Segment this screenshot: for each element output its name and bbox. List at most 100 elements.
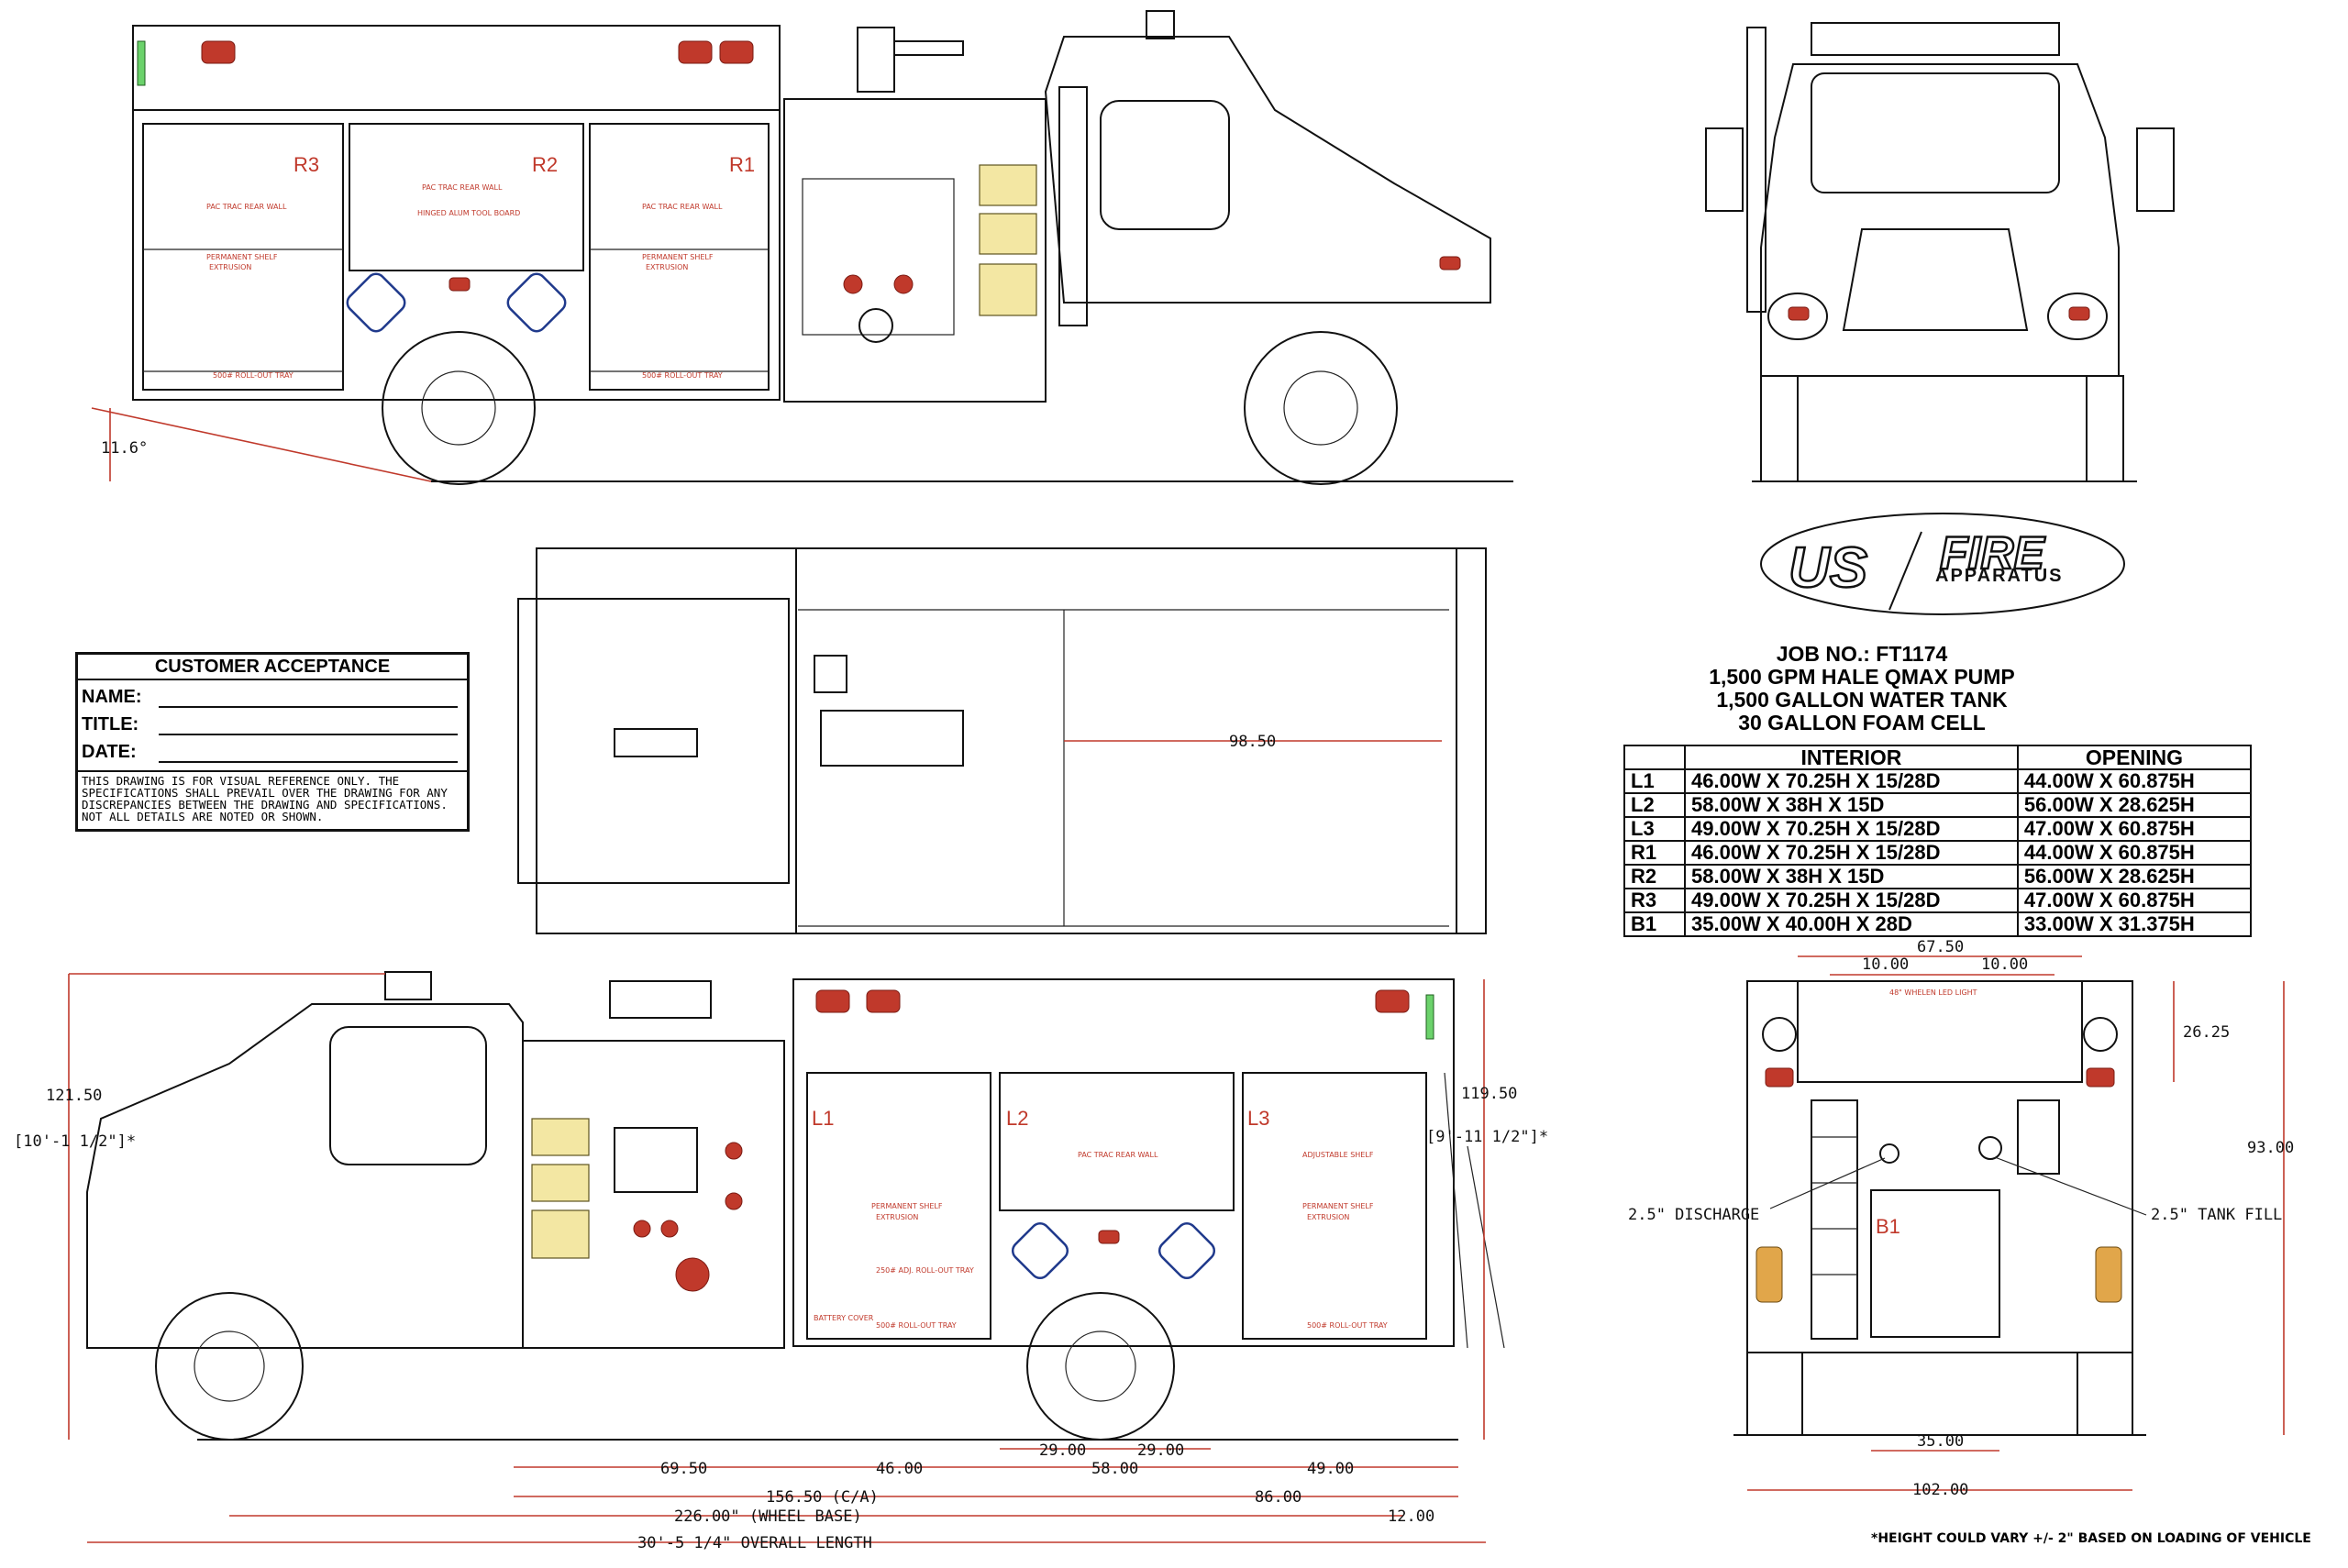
field-name-label: NAME:	[82, 687, 142, 707]
job-line-1: 1,500 GPM HALE QMAX PUMP	[1709, 665, 2015, 689]
tire-right	[2086, 375, 2124, 482]
streetside-view: L1 L2 L3 PAC TRAC REAR WALL ADJUSTABLE S…	[14, 971, 1548, 1552]
cell: 44.00W X 60.875H	[2016, 768, 2253, 794]
dim-102-00: 102.00	[1912, 1481, 1968, 1499]
rear-body	[1746, 980, 2133, 1353]
dim-10-00-b: 10.00	[1981, 955, 2028, 974]
dim-rear-height: 119.50	[1461, 1085, 1517, 1103]
rear-wheel	[382, 331, 536, 485]
note-battery: BATTERY COVER	[814, 1314, 874, 1322]
mirror-right	[2136, 127, 2175, 212]
window-blue	[1157, 1221, 1216, 1280]
cell: 46.00W X 70.25H X 15/28D	[1684, 768, 2019, 794]
cell: 47.00W X 60.875H	[2016, 816, 2253, 842]
name-line[interactable]	[159, 688, 458, 708]
top-cab-roof	[517, 598, 790, 884]
compartment-l3	[1242, 1072, 1427, 1340]
cell: 56.00W X 28.625H	[2016, 864, 2253, 889]
cell: 58.00W X 38H X 15D	[1684, 864, 2019, 889]
cell: 56.00W X 28.625H	[2016, 792, 2253, 818]
logo-fire: FIRE	[1940, 527, 2046, 579]
streetside-body	[792, 978, 1455, 1347]
logo-apparatus: APPARATUS	[1935, 566, 2063, 586]
curbside-cab	[1044, 36, 1491, 304]
note-l1-roll: 250# ADJ. ROLL-OUT TRAY	[876, 1266, 974, 1275]
label-r3: R3	[294, 153, 319, 176]
dim-49-00: 49.00	[1307, 1460, 1354, 1478]
dim-93-00: 93.00	[2247, 1139, 2294, 1157]
field-title-label: TITLE:	[82, 714, 139, 734]
dim-overall: 30'-5 1/4" OVERALL LENGTH	[637, 1534, 872, 1552]
col-header: OPENING	[2016, 745, 2253, 770]
rear-wheel	[1026, 1292, 1175, 1441]
window-blue	[506, 272, 567, 333]
col-header: INTERIOR	[1684, 745, 2019, 770]
light-bar	[1811, 22, 2060, 56]
deck-gun	[609, 980, 712, 1019]
dim-angle: 11.6°	[101, 439, 148, 458]
note-r2-wall: PAC TRAC REAR WALL	[422, 183, 503, 192]
dim-26-25: 26.25	[2183, 1023, 2230, 1042]
gauge-panel	[531, 1164, 590, 1202]
gauge-panel	[531, 1118, 590, 1156]
compartment-r2	[349, 123, 584, 271]
cell: 47.00W X 60.875H	[2016, 888, 2253, 913]
discharge-port	[1879, 1143, 1899, 1164]
dim-overhang: 12.00	[1388, 1507, 1434, 1526]
dim-67-50: 67.50	[1917, 938, 1964, 956]
note-l3-perm: PERMANENT SHELF	[1302, 1202, 1374, 1210]
table-header: INTERIOR OPENING	[1623, 745, 2253, 770]
label-l1: L1	[812, 1107, 834, 1130]
label-l3: L3	[1247, 1107, 1269, 1130]
logo-us: US	[1789, 536, 1867, 600]
date-line[interactable]	[159, 743, 458, 763]
gauge-panel	[531, 1209, 590, 1259]
top-monitor	[614, 728, 698, 757]
logo-oval	[1760, 513, 2125, 615]
title-line[interactable]	[159, 715, 458, 735]
note-r2-board: HINGED ALUM TOOL BOARD	[417, 209, 520, 217]
cell: R1	[1623, 840, 1686, 866]
tire-left	[1760, 375, 1799, 482]
top-body-roof	[795, 547, 1457, 934]
cell: R2	[1623, 864, 1686, 889]
note-r1-wall: PAC TRAC REAR WALL	[642, 203, 723, 211]
compartment-l1	[806, 1072, 991, 1340]
hose-bed-cover	[820, 710, 964, 767]
grille	[1842, 228, 2029, 331]
cell: 49.00W X 70.25H X 15/28D	[1684, 888, 2019, 913]
windshield	[1811, 72, 2060, 193]
curbside-body	[132, 25, 781, 401]
compartment-r3	[142, 123, 344, 391]
streetside-pump-panel	[522, 1040, 785, 1349]
note-l1-extrusion: EXTRUSION	[876, 1213, 918, 1221]
cell: L3	[1623, 816, 1686, 842]
marker-light	[678, 40, 713, 64]
mirror-left	[1705, 127, 1744, 212]
compartment-r1	[589, 123, 770, 391]
dim-rear-height-ft: [9'-11 1/2"]*	[1426, 1128, 1548, 1146]
marker-light	[719, 40, 754, 64]
note-r1-extrusion: EXTRUSION	[646, 263, 688, 271]
marker-light	[201, 40, 236, 64]
streetside-cab	[86, 1003, 524, 1349]
dim-10-00-a: 10.00	[1862, 955, 1909, 974]
window-blue	[346, 272, 406, 333]
note-l1-tray: 500# ROLL-OUT TRAY	[876, 1321, 957, 1330]
cell: R3	[1623, 888, 1686, 913]
roof-hatch	[814, 655, 847, 693]
note-r1-tray: 500# ROLL-OUT TRAY	[642, 371, 723, 380]
label-r1: R1	[729, 153, 755, 176]
rear-view: 48" WHELEN LED LIGHT B1 2.5" DISCHARGE 2…	[1628, 938, 2294, 1499]
cell: 33.00W X 31.375H	[2016, 911, 2253, 937]
compartment-l2	[999, 1072, 1235, 1211]
gauge-panel	[979, 164, 1037, 206]
cell: 49.00W X 70.25H X 15/28D	[1684, 816, 2019, 842]
window-blue	[1011, 1221, 1069, 1280]
exhaust-stack	[1058, 86, 1088, 326]
roof-light	[384, 971, 432, 1000]
